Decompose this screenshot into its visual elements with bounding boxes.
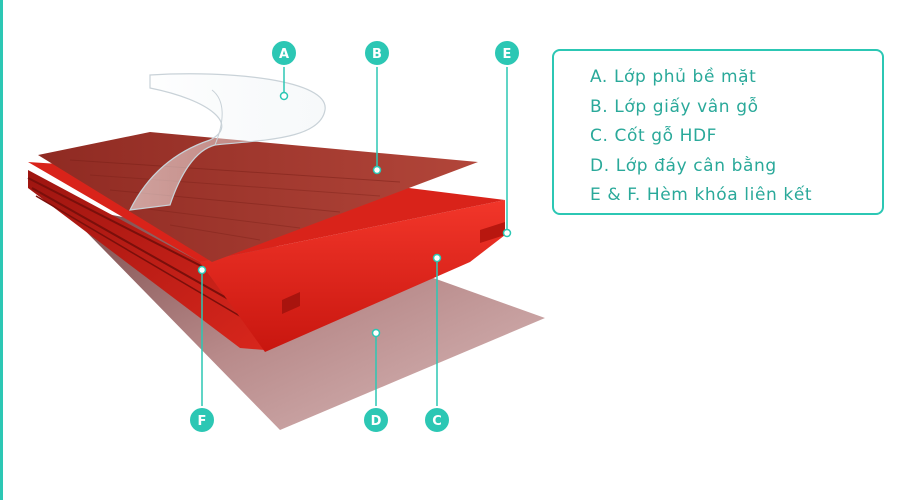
marker-a-label: A [279,47,289,62]
marker-a: A [270,39,298,67]
leader-lines [201,64,508,406]
marker-c-label: C [432,414,442,429]
marker-f-label: F [198,414,207,429]
leader-dots [197,91,512,338]
legend-item-b: B. Lớp giấy vân gỗ [590,96,759,117]
marker-b: B [363,39,391,67]
left-accent-bar [0,0,3,500]
marker-f: F [188,406,216,434]
marker-e: E [493,39,521,67]
legend-item-a: A. Lớp phủ bề mặt [590,67,757,87]
marker-e-label: E [503,47,512,62]
marker-d-label: D [371,414,382,429]
marker-b-label: B [372,47,382,62]
overlay-film [128,73,326,211]
wood-grain-layer [38,132,478,262]
legend-item-d: D. Lớp đáy cân bằng [590,155,777,176]
legend-item-ef: E & F. Hèm khóa liên kết [590,185,813,205]
marker-c: C [423,406,451,434]
legend-item-c: C. Cốt gỗ HDF [590,126,718,146]
legend-box: A. Lớp phủ bề mặt B. Lớp giấy vân gỗ C. … [552,49,884,215]
marker-d: D [362,406,390,434]
